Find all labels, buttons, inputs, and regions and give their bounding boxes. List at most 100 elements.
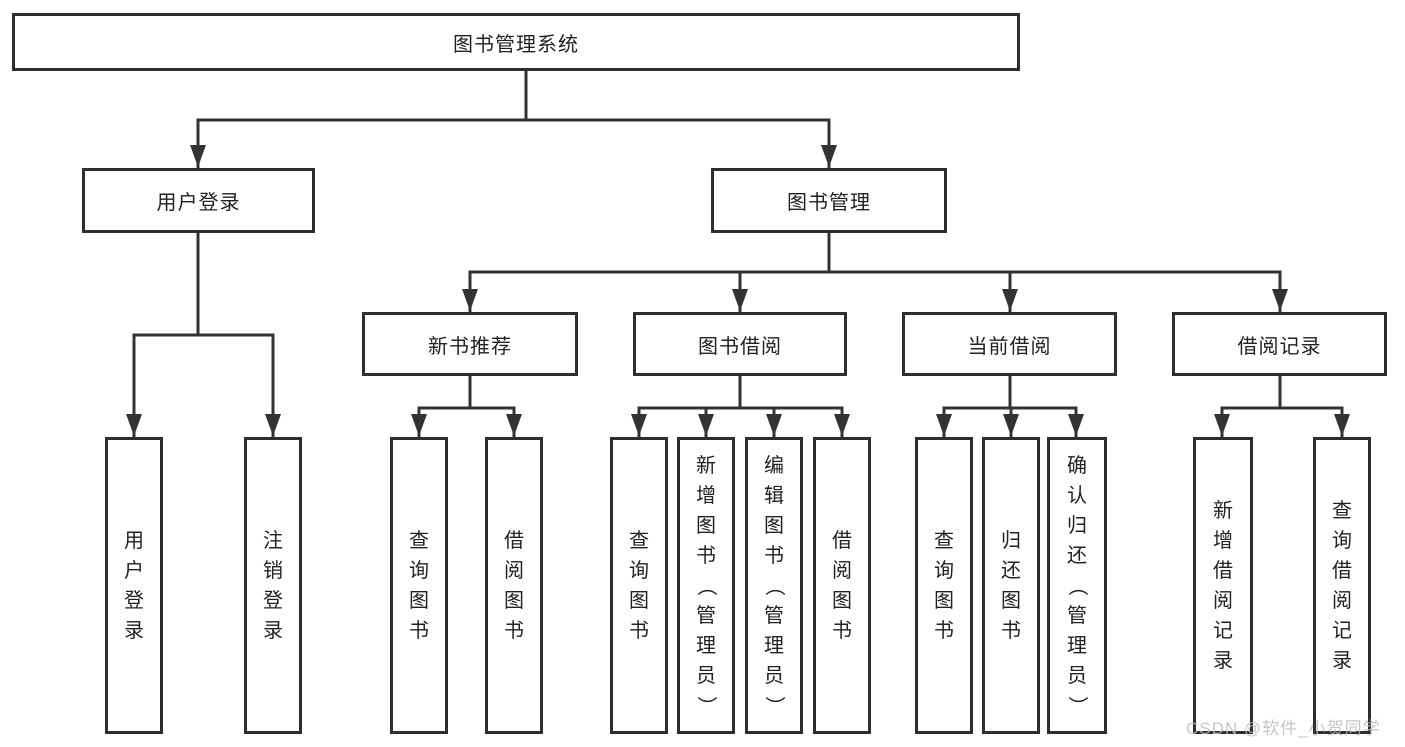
node-label: 图书管理系统 [453,33,579,56]
vertical-char: ） [695,695,717,716]
leaf-current-confirm-return-admin: 确认归还 （ 管理员 ） [1047,437,1107,734]
vertical-char: 用 [124,529,144,552]
vertical-char: 记 [1332,619,1352,642]
leaf-record-query: 查询借阅记录 [1313,437,1371,734]
vertical-char: 借 [1213,559,1233,582]
vertical-char: 录 [1332,649,1352,672]
vertical-char: 书 [629,619,649,642]
node-book-management: 图书管理 [711,168,947,233]
vertical-char: 归 [1001,529,1021,552]
leaf-current-return-book: 归还图书 [982,437,1040,734]
vertical-char: 理 [1067,634,1087,657]
vertical-char: 借 [1332,559,1352,582]
vertical-char: 书 [832,619,852,642]
leaf-logout: 注销登录 [244,437,302,734]
vertical-char: 录 [263,619,283,642]
vertical-char: 阅 [1213,589,1233,612]
vertical-char: 借 [832,529,852,552]
vertical-char: 图 [696,514,716,537]
node-new-book-recommend: 新书推荐 [362,312,578,376]
vertical-char: 书 [409,619,429,642]
vertical-char: 员 [1067,664,1087,687]
vertical-char: 新 [1213,499,1233,522]
vertical-char: 图 [764,514,784,537]
vertical-char: 询 [934,559,954,582]
leaf-current-query-book: 查询图书 [915,437,973,734]
leaf-borrow-edit-book-admin: 编辑图书（管理员） [745,437,803,734]
vertical-char: 书 [764,544,784,567]
vertical-char: 户 [124,559,144,582]
vertical-char: 询 [1332,529,1352,552]
vertical-char: 辑 [764,484,784,507]
vertical-char: 还 [1067,544,1087,567]
vertical-char: 阅 [832,559,852,582]
vertical-char: 书 [1001,619,1021,642]
node-book-borrow: 图书借阅 [633,312,847,376]
vertical-char: 询 [629,559,649,582]
vertical-char: 查 [409,529,429,552]
vertical-char: 书 [934,619,954,642]
vertical-char: 登 [263,589,283,612]
node-label: 借阅记录 [1237,335,1322,358]
leaf-borrow-query-book: 查询图书 [610,437,668,734]
vertical-char: 增 [696,484,716,507]
vertical-char: 图 [504,589,524,612]
node-label: 当前借阅 [967,335,1052,358]
vertical-char: 新 [696,454,716,477]
node-label: 用户登录 [156,192,241,214]
vertical-char: 管 [696,604,716,627]
node-borrow-record: 借阅记录 [1172,312,1387,376]
vertical-char: 查 [1332,499,1352,522]
vertical-char: 增 [1213,529,1233,552]
vertical-char: （ [1066,575,1088,596]
vertical-char: 阅 [504,559,524,582]
vertical-char: ） [763,695,785,716]
leaf-record-add: 新增借阅记录 [1193,437,1253,734]
vertical-char: 归 [1067,514,1087,537]
vertical-char: 图 [409,589,429,612]
vertical-char: 理 [764,634,784,657]
vertical-char: 记 [1213,619,1233,642]
vertical-char: 销 [263,559,283,582]
vertical-char: 借 [504,529,524,552]
leaf-user-login: 用户登录 [105,437,163,734]
vertical-char: （ [695,575,717,596]
vertical-char: 书 [696,544,716,567]
vertical-char: 录 [124,619,144,642]
vertical-char: 注 [263,529,283,552]
csdn-watermark: CSDN @软件_小贺同学 [1186,719,1381,738]
vertical-char: 阅 [1332,589,1352,612]
node-user-login: 用户登录 [82,168,315,233]
leaf-borrow-borrow-book: 借阅图书 [813,437,871,734]
node-root-system: 图书管理系统 [12,13,1020,71]
vertical-char: 认 [1067,484,1087,507]
vertical-char: 录 [1213,649,1233,672]
vertical-char: 查 [934,529,954,552]
vertical-char: 管 [1067,604,1087,627]
vertical-char: 书 [504,619,524,642]
leaf-borrow-add-book-admin: 新增图书 （ 管理员 ） [677,437,735,734]
vertical-char: 理 [696,634,716,657]
vertical-char: 图 [1001,589,1021,612]
vertical-char: 询 [409,559,429,582]
vertical-char: 图 [934,589,954,612]
node-current-borrow: 当前借阅 [902,312,1117,376]
vertical-char: 管 [764,604,784,627]
vertical-char: 查 [629,529,649,552]
node-label: 图书管理 [787,192,871,214]
vertical-char: 员 [764,664,784,687]
vertical-char: 员 [696,664,716,687]
node-label: 新书推荐 [428,335,512,358]
vertical-char: （ [763,575,785,596]
vertical-char: 登 [124,589,144,612]
vertical-char: 图 [629,589,649,612]
vertical-char: 图 [832,589,852,612]
vertical-char: 还 [1001,559,1021,582]
vertical-char: 确 [1067,454,1087,477]
leaf-recommend-borrow-book: 借阅图书 [485,437,543,734]
vertical-char: ） [1066,695,1088,716]
leaf-recommend-query-book: 查询图书 [390,437,448,734]
node-label: 图书借阅 [698,335,782,358]
